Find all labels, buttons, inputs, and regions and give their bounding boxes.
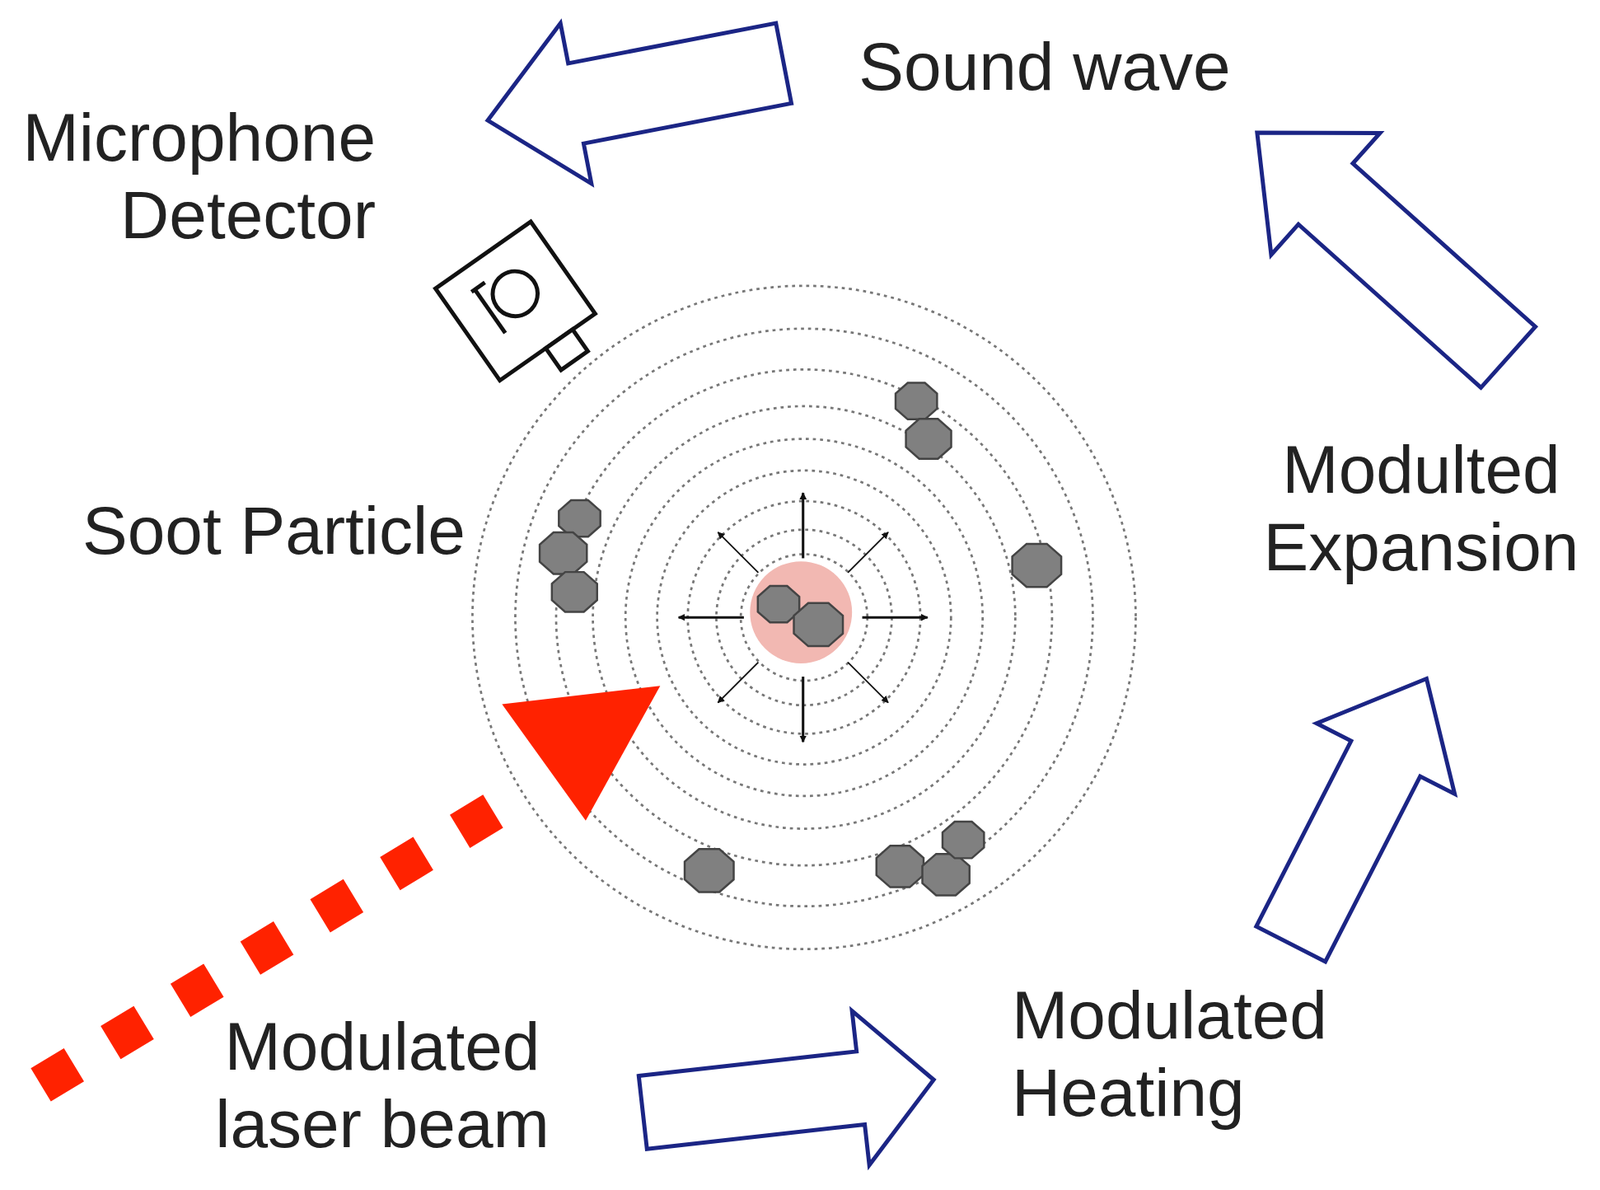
pressure-ring: [593, 406, 1016, 829]
expansion-arrow: [717, 662, 758, 703]
laser-arrowhead: [501, 685, 660, 820]
process-arrow: [1221, 643, 1496, 980]
laser-label: Modulated laser beam: [205, 1007, 560, 1163]
pressure-rings: [472, 285, 1136, 950]
microphone-plate: [471, 282, 485, 292]
microphone-body: [435, 221, 596, 381]
expansion-label: Modulted Expansion: [1248, 430, 1595, 586]
process-arrow: [472, 0, 800, 201]
soot-particle: [1012, 543, 1062, 587]
microphone-symbol: [435, 221, 611, 403]
sound-wave-label: Sound wave: [846, 28, 1243, 106]
expansion-arrows: [678, 492, 928, 742]
expansion-arrow: [862, 616, 928, 619]
process-arrows: [472, 0, 1563, 1189]
expansion-arrow: [801, 676, 805, 742]
soot-particle: [794, 603, 844, 646]
expansion-arrow: [678, 616, 744, 619]
soot-particle: [539, 532, 587, 574]
expansion-arrow: [847, 662, 889, 703]
microphone-connector: [545, 329, 588, 370]
soot-particle: [684, 848, 735, 892]
soot-particle: [922, 853, 970, 895]
soot-particles: [539, 383, 1062, 896]
pressure-ring: [625, 439, 983, 796]
soot-particle: [895, 383, 937, 420]
soot-particle: [558, 500, 600, 537]
pressure-ring: [514, 328, 1093, 907]
pressure-ring: [472, 285, 1136, 950]
pressure-ring: [556, 369, 1053, 866]
soot-label: Soot Particle: [82, 491, 511, 570]
soot-particle: [906, 418, 952, 459]
microphone-plate: [474, 289, 506, 333]
expansion-arrow: [801, 492, 805, 558]
process-arrow: [1202, 71, 1563, 418]
soot-particle: [876, 845, 924, 887]
heating-label: Modulated Heating: [1011, 976, 1358, 1132]
expansion-arrow: [847, 532, 889, 573]
expansion-arrow: [717, 532, 758, 573]
process-arrow: [634, 1002, 943, 1190]
pressure-ring: [657, 470, 952, 765]
microphone-label: Microphone Detector: [13, 98, 376, 254]
heated-zone: [749, 561, 852, 664]
soot-particle: [942, 821, 984, 858]
soot-particle: [552, 571, 598, 612]
